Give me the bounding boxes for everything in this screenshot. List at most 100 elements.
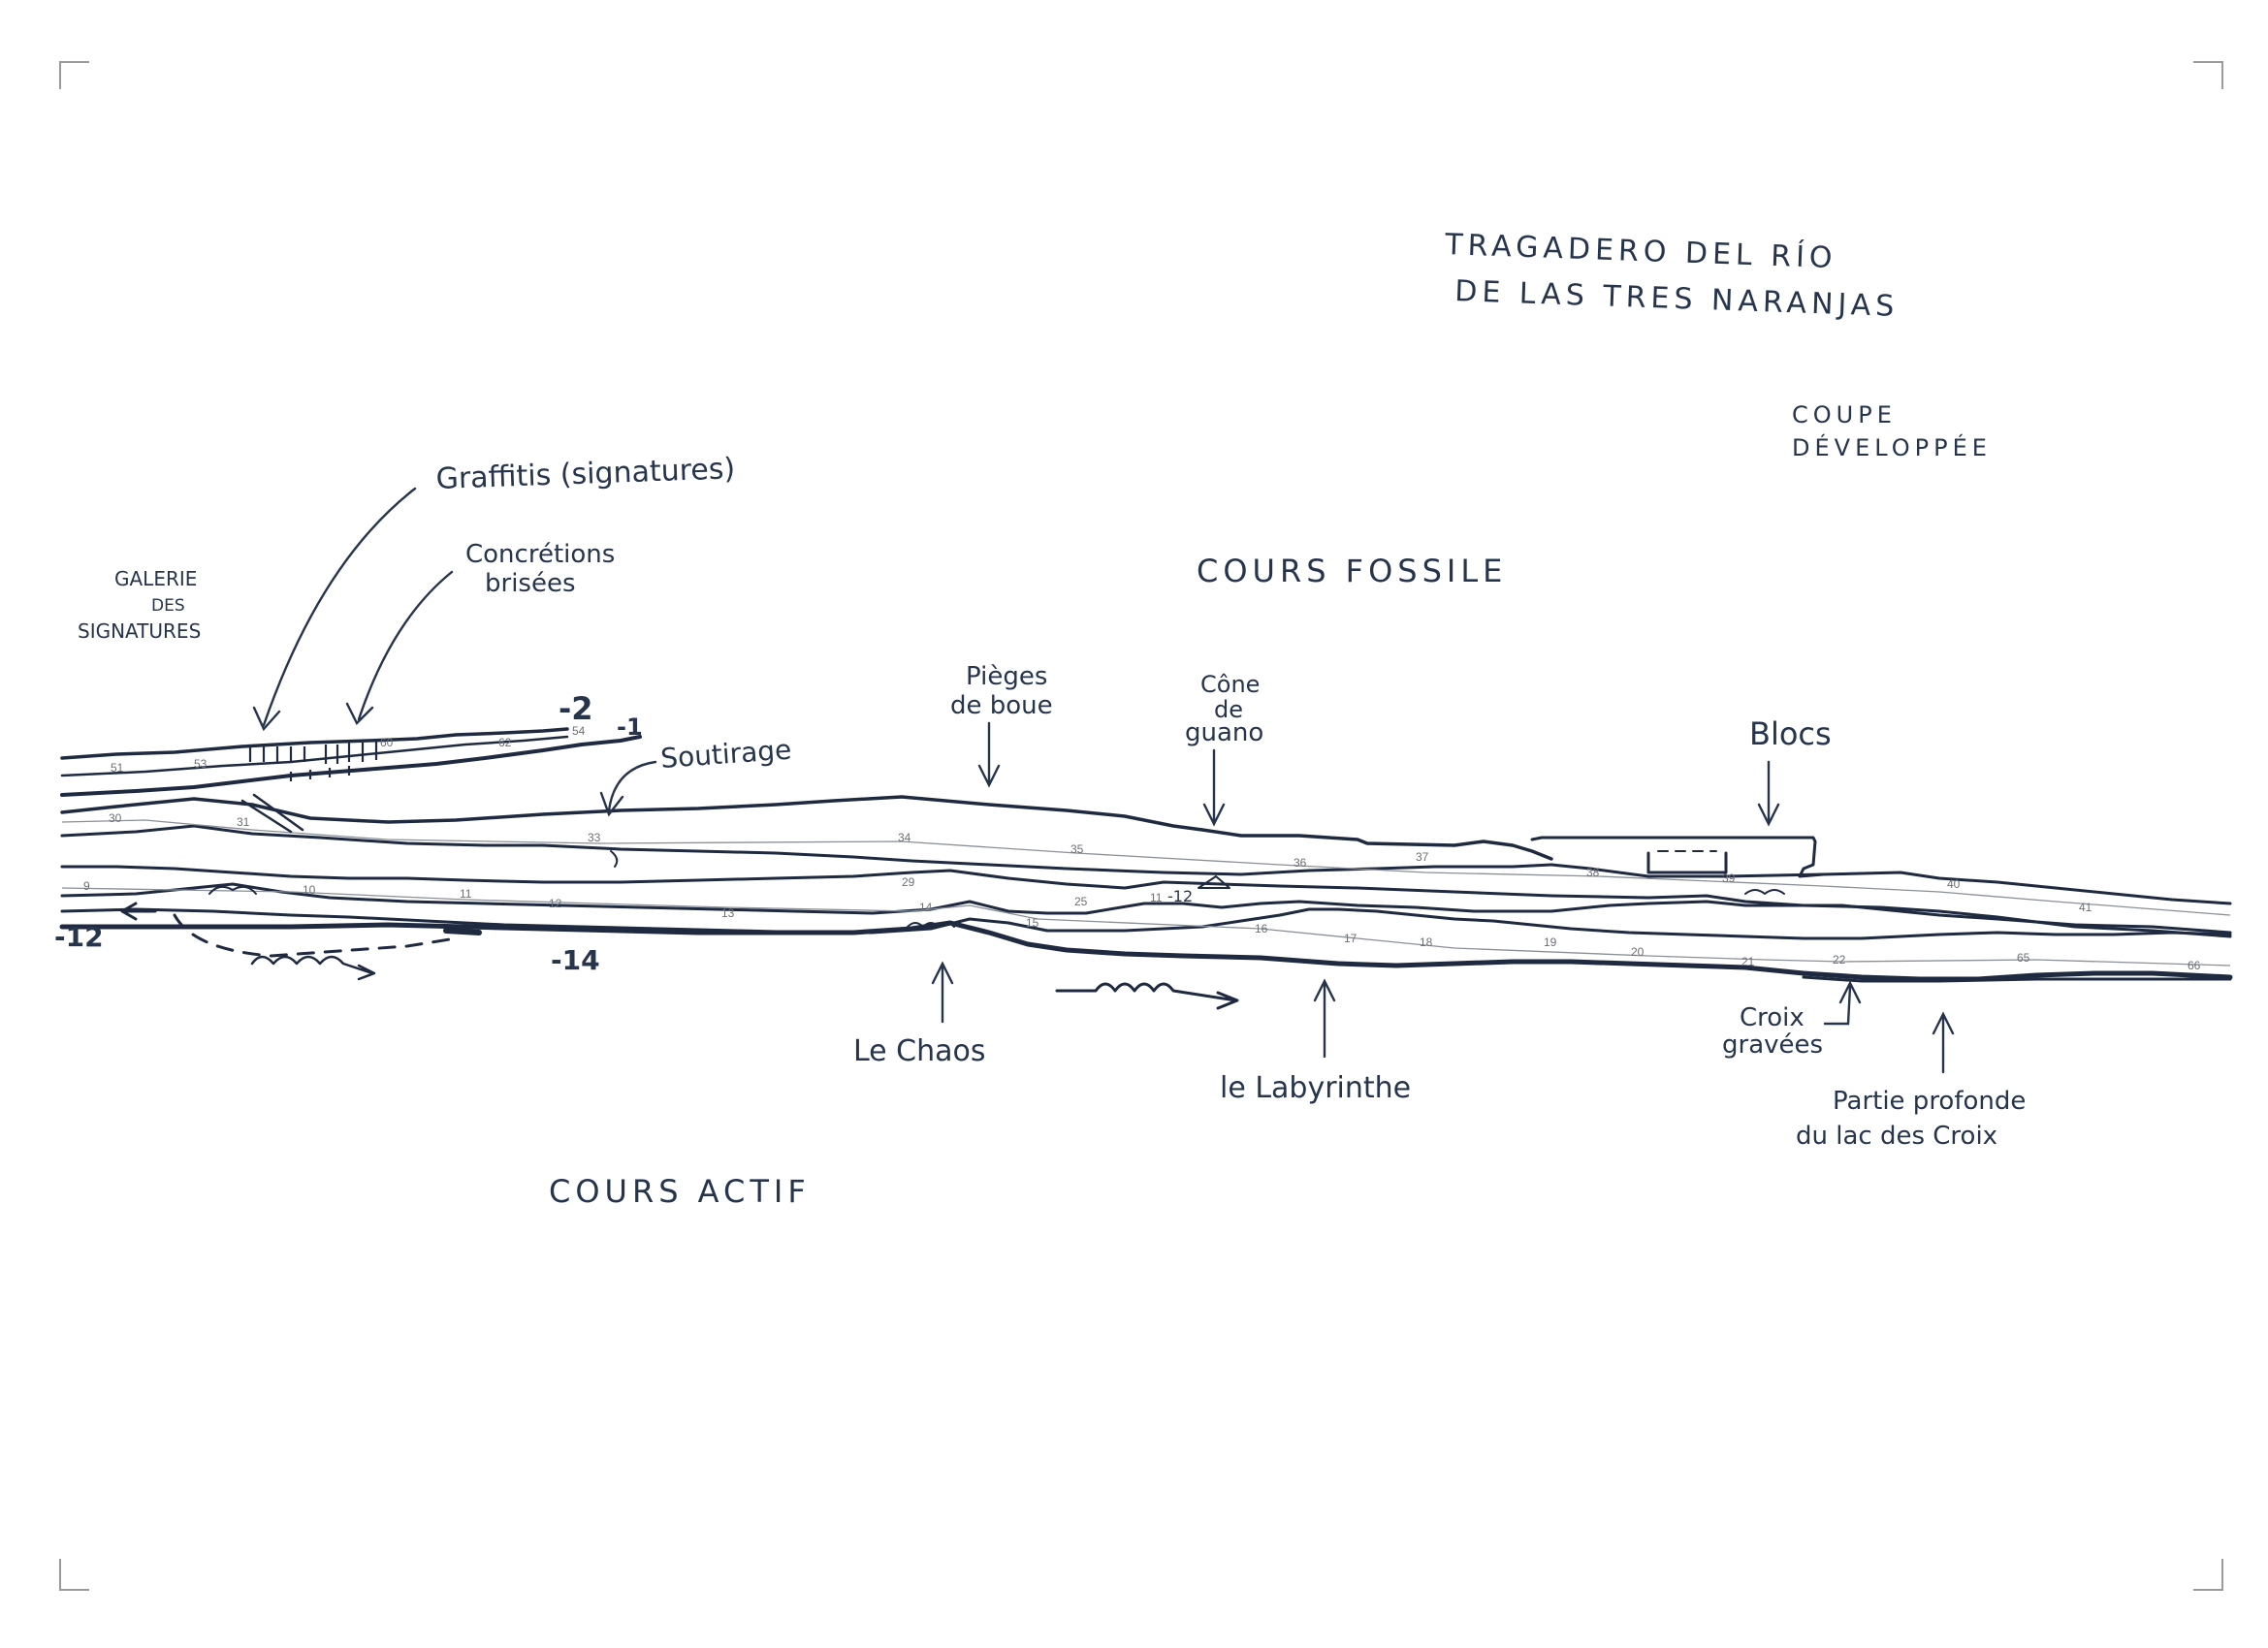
arrow-concretions [345, 570, 454, 726]
blocs-chamber [1530, 836, 1825, 878]
station-label: 16 [1255, 922, 1268, 935]
station-label: 38 [1586, 866, 1600, 879]
active-roof [60, 907, 2232, 940]
station-label: 20 [1631, 945, 1645, 959]
crop-marks [59, 61, 2223, 1591]
depth-label: -2 [559, 690, 593, 727]
west-arrow-left [120, 902, 157, 921]
station-label: 15 [1026, 916, 1039, 930]
zone-active: COURS ACTIF [549, 1173, 811, 1210]
soutirage-symbol [610, 850, 619, 868]
depth-label: -14 [551, 944, 600, 976]
annotations: GALERIE DES SIGNATURES Graffitis (signat… [78, 452, 2026, 1151]
fossil-upper-roof [60, 727, 569, 760]
blocs-rock [1646, 851, 1728, 874]
station-label: 11 [1150, 891, 1163, 904]
label-labyrinthe: le Labyrinthe [1220, 1071, 1411, 1105]
arrow-cone [1202, 748, 1226, 827]
station-label: 62 [498, 736, 512, 749]
label-graffitis: Graffitis (signatures) [435, 452, 736, 496]
arrow-graffitis [252, 487, 417, 732]
station-label: 37 [1416, 850, 1429, 864]
station-label: 12 [549, 897, 562, 910]
station-label: 40 [1947, 877, 1961, 891]
flow-arrow-west [250, 955, 376, 981]
fossil-upper-floor-b [60, 735, 642, 797]
depth-label: -12 [1167, 887, 1193, 905]
arrow-labyrinthe [1313, 978, 1336, 1059]
survey-line-active [61, 887, 2231, 967]
station-label: 54 [572, 724, 586, 738]
depth-label: -1 [617, 713, 643, 741]
station-label: 13 [721, 906, 735, 920]
station-label: 34 [898, 831, 911, 844]
flow-arrow-center [1055, 982, 1239, 1010]
depth-labels: -2 -1 -12 -14 -12 [54, 690, 1193, 976]
station-label: 29 [902, 875, 915, 889]
label-pieges-line-1: Pièges [966, 662, 1047, 691]
arrow-croix [1823, 980, 1862, 1026]
station-label: 66 [2188, 959, 2201, 972]
station-label: 9 [83, 879, 90, 893]
station-label: 10 [303, 883, 316, 897]
station-label: 17 [1344, 932, 1358, 945]
station-label: 14 [919, 901, 933, 914]
arrow-partie [1932, 1011, 1955, 1074]
label-concretions-line-2: brisées [485, 569, 576, 598]
station-label: 19 [1544, 935, 1557, 949]
arrow-chaos [931, 961, 954, 1024]
label-croix-line-2: gravées [1722, 1030, 1823, 1060]
cave-profile [59, 727, 2233, 1010]
subtitle-line-2: DÉVELOPPÉE [1792, 433, 1992, 461]
station-label: 11 [460, 887, 472, 901]
label-cone-line-2: de [1214, 696, 1243, 723]
label-galerie-line-3: SIGNATURES [78, 619, 201, 643]
station-label: 21 [1741, 955, 1755, 968]
station-label: 31 [237, 815, 250, 829]
label-galerie-line-1: GALERIE [114, 567, 197, 590]
station-label: 51 [111, 761, 124, 775]
label-soutirage: Soutirage [659, 734, 792, 775]
blocs-boulders [1744, 889, 1785, 895]
station-label: 22 [1833, 953, 1846, 967]
active-floor [59, 920, 2233, 982]
soutirage-shaft [240, 793, 304, 834]
station-label: 25 [1074, 895, 1088, 908]
active-floor-lower [1802, 975, 2232, 983]
depth-label: -12 [54, 921, 104, 953]
label-partie-line-2: du lac des Croix [1796, 1122, 1997, 1151]
station-label: 65 [2017, 951, 2030, 965]
title-block: TRAGADERO DEL RÍO DE LAS TRES NARANJAS C… [1444, 227, 1992, 461]
zone-fossil: COURS FOSSILE [1197, 553, 1507, 589]
station-label: 39 [1722, 872, 1736, 885]
station-label: 41 [2079, 901, 2092, 914]
label-blocs: Blocs [1749, 715, 1832, 752]
station-labels: 51 53 60 62 54 30 31 33 34 35 36 37 38 3… [83, 724, 2201, 972]
fossil-main-roof [60, 795, 1553, 861]
label-concretions-line-1: Concrétions [465, 540, 615, 569]
arrow-soutirage [599, 760, 657, 817]
chaos-boulders [208, 885, 955, 928]
label-partie-line-1: Partie profonde [1833, 1087, 2026, 1116]
label-chaos: Le Chaos [853, 1034, 986, 1068]
concretion-hatches [248, 741, 378, 781]
station-label: 53 [194, 757, 208, 771]
fossil-east-roof [1549, 863, 2232, 905]
label-cone-line-1: Cône [1200, 671, 1260, 698]
west-siphon-bar [443, 928, 482, 935]
arrow-blocs [1757, 760, 1780, 827]
station-label: 36 [1294, 856, 1307, 870]
middle-floor [60, 882, 2232, 935]
arrow-pieges [977, 721, 1001, 788]
label-croix-line-1: Croix [1740, 1003, 1805, 1032]
station-label: 33 [588, 831, 601, 844]
station-label: 30 [109, 811, 122, 825]
label-cone-line-3: guano [1185, 718, 1263, 747]
guano-cone [1198, 875, 1230, 889]
survey-line [61, 819, 2231, 916]
title-line-1: TRAGADERO DEL RÍO [1444, 227, 1837, 275]
label-galerie-line-2: DES [151, 596, 185, 616]
subtitle-line-1: COUPE [1792, 401, 1897, 428]
station-label: 60 [380, 736, 394, 749]
